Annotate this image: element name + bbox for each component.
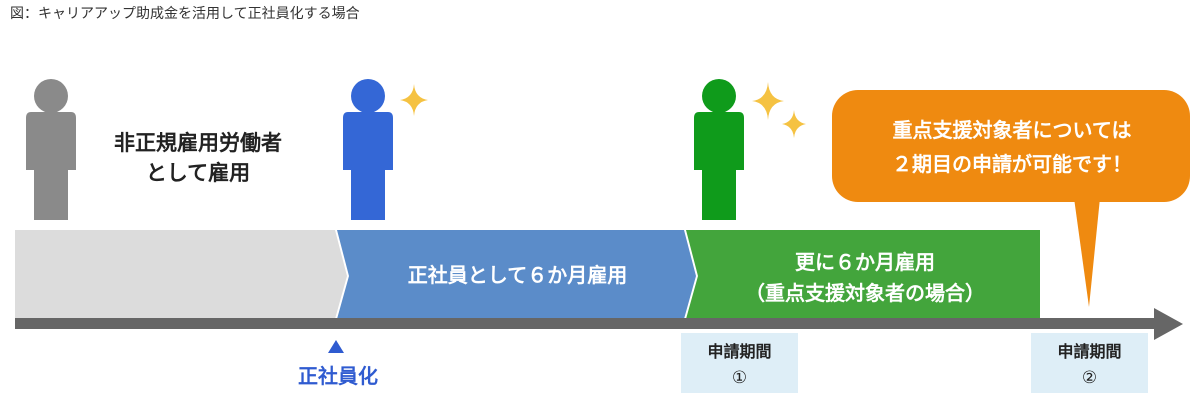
stage1-line1: 非正規雇用労働者 bbox=[114, 131, 282, 155]
timeline-bar bbox=[15, 318, 1160, 329]
bubble-line2: ２期目の申請が可能です！ bbox=[892, 152, 1132, 176]
triangle-up-icon bbox=[328, 340, 344, 353]
timeline-arrowhead bbox=[1154, 308, 1183, 340]
apply-period-1: 申請期間 ① bbox=[681, 333, 798, 393]
apply-period-2-label: 申請期間 bbox=[1057, 342, 1122, 361]
band3-line2: （重点支援対象者の場合） bbox=[745, 281, 985, 305]
person-green-icon bbox=[694, 79, 744, 220]
band2-label: 正社員として６か月雇用 bbox=[407, 263, 628, 287]
band-additional-6months bbox=[686, 230, 1040, 319]
band-fulltime-6months bbox=[337, 230, 696, 319]
person-gray-icon bbox=[26, 79, 76, 220]
sparkle-icon bbox=[782, 110, 806, 138]
sparkle-icon bbox=[752, 82, 784, 120]
band-nonregular bbox=[15, 230, 347, 319]
figure-caption: 図：キャリアアップ助成金を活用して正社員化する場合 bbox=[10, 6, 360, 22]
band3-label: 更に６か月雇用 （重点支援対象者の場合） bbox=[690, 247, 1040, 309]
bubble-text: 重点支援対象者については ２期目の申請が可能です！ bbox=[832, 113, 1192, 181]
apply-period-2-number: ② bbox=[1081, 368, 1098, 388]
conversion-label: 正社員化 bbox=[298, 364, 378, 388]
speech-bubble bbox=[832, 90, 1190, 307]
bubble-line1: 重点支援対象者については bbox=[892, 118, 1132, 142]
stage1-label: 非正規雇用労働者 として雇用 bbox=[78, 128, 318, 188]
band3-line1: 更に６か月雇用 bbox=[795, 250, 935, 274]
apply-period-2: 申請期間 ② bbox=[1031, 333, 1148, 393]
person-blue-icon bbox=[343, 79, 393, 220]
apply-period-1-number: ① bbox=[731, 368, 748, 388]
apply-period-1-label: 申請期間 bbox=[707, 342, 772, 361]
stage1-line2: として雇用 bbox=[145, 161, 251, 185]
sparkle-icon bbox=[400, 84, 428, 116]
